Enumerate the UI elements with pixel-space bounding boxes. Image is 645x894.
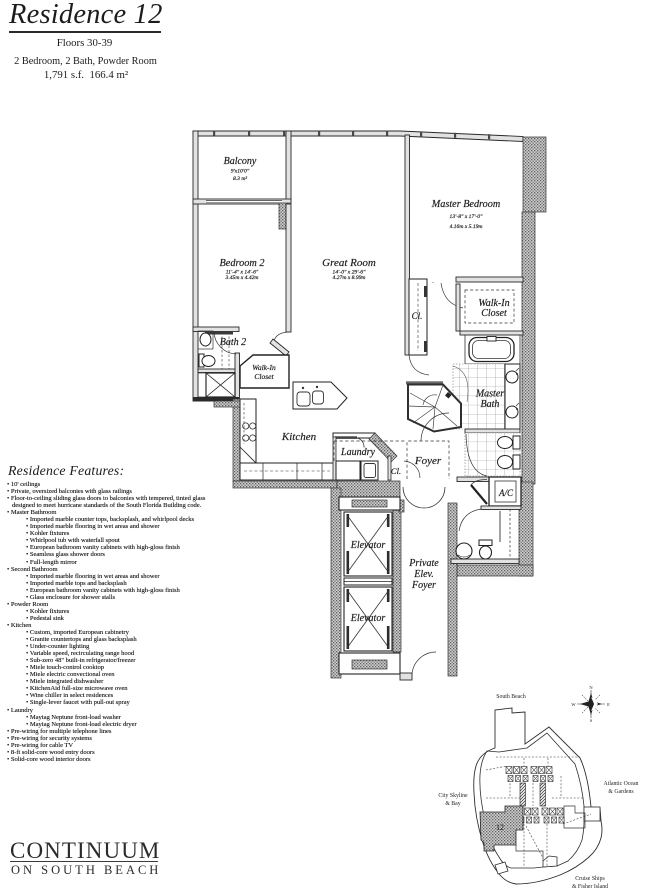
svg-text:Bedroom 2: Bedroom 2 <box>219 258 264 269</box>
svg-text:Master Bedroom: Master Bedroom <box>431 199 500 210</box>
svg-text:Bath 2: Bath 2 <box>220 337 246 348</box>
svg-text:3.45m x 4.42m: 3.45m x 4.42m <box>225 275 259 281</box>
svg-text:Atlantic Ocean: Atlantic Ocean <box>604 781 639 787</box>
svg-text:E: E <box>607 702 610 707</box>
svg-text:Cl.: Cl. <box>391 466 401 476</box>
svg-text:Balcony: Balcony <box>224 156 257 167</box>
svg-text:Foyer: Foyer <box>411 580 436 591</box>
svg-text:Cl.: Cl. <box>412 311 423 321</box>
svg-text:Elevator: Elevator <box>350 613 386 624</box>
svg-text:S: S <box>590 718 593 723</box>
svg-text:Great Room: Great Room <box>322 257 376 269</box>
svg-text:Master: Master <box>475 389 504 400</box>
svg-text:W: W <box>571 702 576 707</box>
svg-text:Walk-In: Walk-In <box>252 363 276 372</box>
svg-text:Closet: Closet <box>481 308 507 319</box>
svg-text:Private: Private <box>408 558 439 569</box>
svg-text:& Fisher Island: & Fisher Island <box>572 884 608 890</box>
svg-text:11'-4" x 14'-6": 11'-4" x 14'-6" <box>226 270 259 276</box>
svg-text:8.3 m²: 8.3 m² <box>233 176 247 182</box>
svg-text:Elevator: Elevator <box>350 540 386 551</box>
svg-text:N: N <box>589 685 593 690</box>
svg-text:Walk-In: Walk-In <box>478 298 509 309</box>
svg-text:4.16m x 5.19m: 4.16m x 5.19m <box>450 224 483 230</box>
svg-text:& Gardens: & Gardens <box>608 789 634 795</box>
svg-text:Bath: Bath <box>481 399 500 410</box>
svg-text:City Skyline: City Skyline <box>438 793 468 799</box>
svg-text:12: 12 <box>496 823 504 832</box>
svg-text:A/C: A/C <box>498 488 514 498</box>
svg-text:Closet: Closet <box>254 372 274 381</box>
svg-text:& Bay: & Bay <box>445 801 460 807</box>
svg-text:13'-8" x 17'-0": 13'-8" x 17'-0" <box>450 214 484 220</box>
svg-text:South Beach: South Beach <box>496 694 526 700</box>
svg-text:14'-0" x 29'-6": 14'-0" x 29'-6" <box>333 270 367 276</box>
svg-text:9'x10'0": 9'x10'0" <box>231 169 250 175</box>
svg-text:Kitchen: Kitchen <box>281 431 317 443</box>
svg-text:Laundry: Laundry <box>340 447 375 458</box>
svg-text:Elev.: Elev. <box>413 569 434 580</box>
svg-text:4.27m x 8.99m: 4.27m x 8.99m <box>333 275 366 281</box>
svg-text:Foyer: Foyer <box>414 455 442 467</box>
svg-text:Cruise Ships: Cruise Ships <box>575 876 605 882</box>
